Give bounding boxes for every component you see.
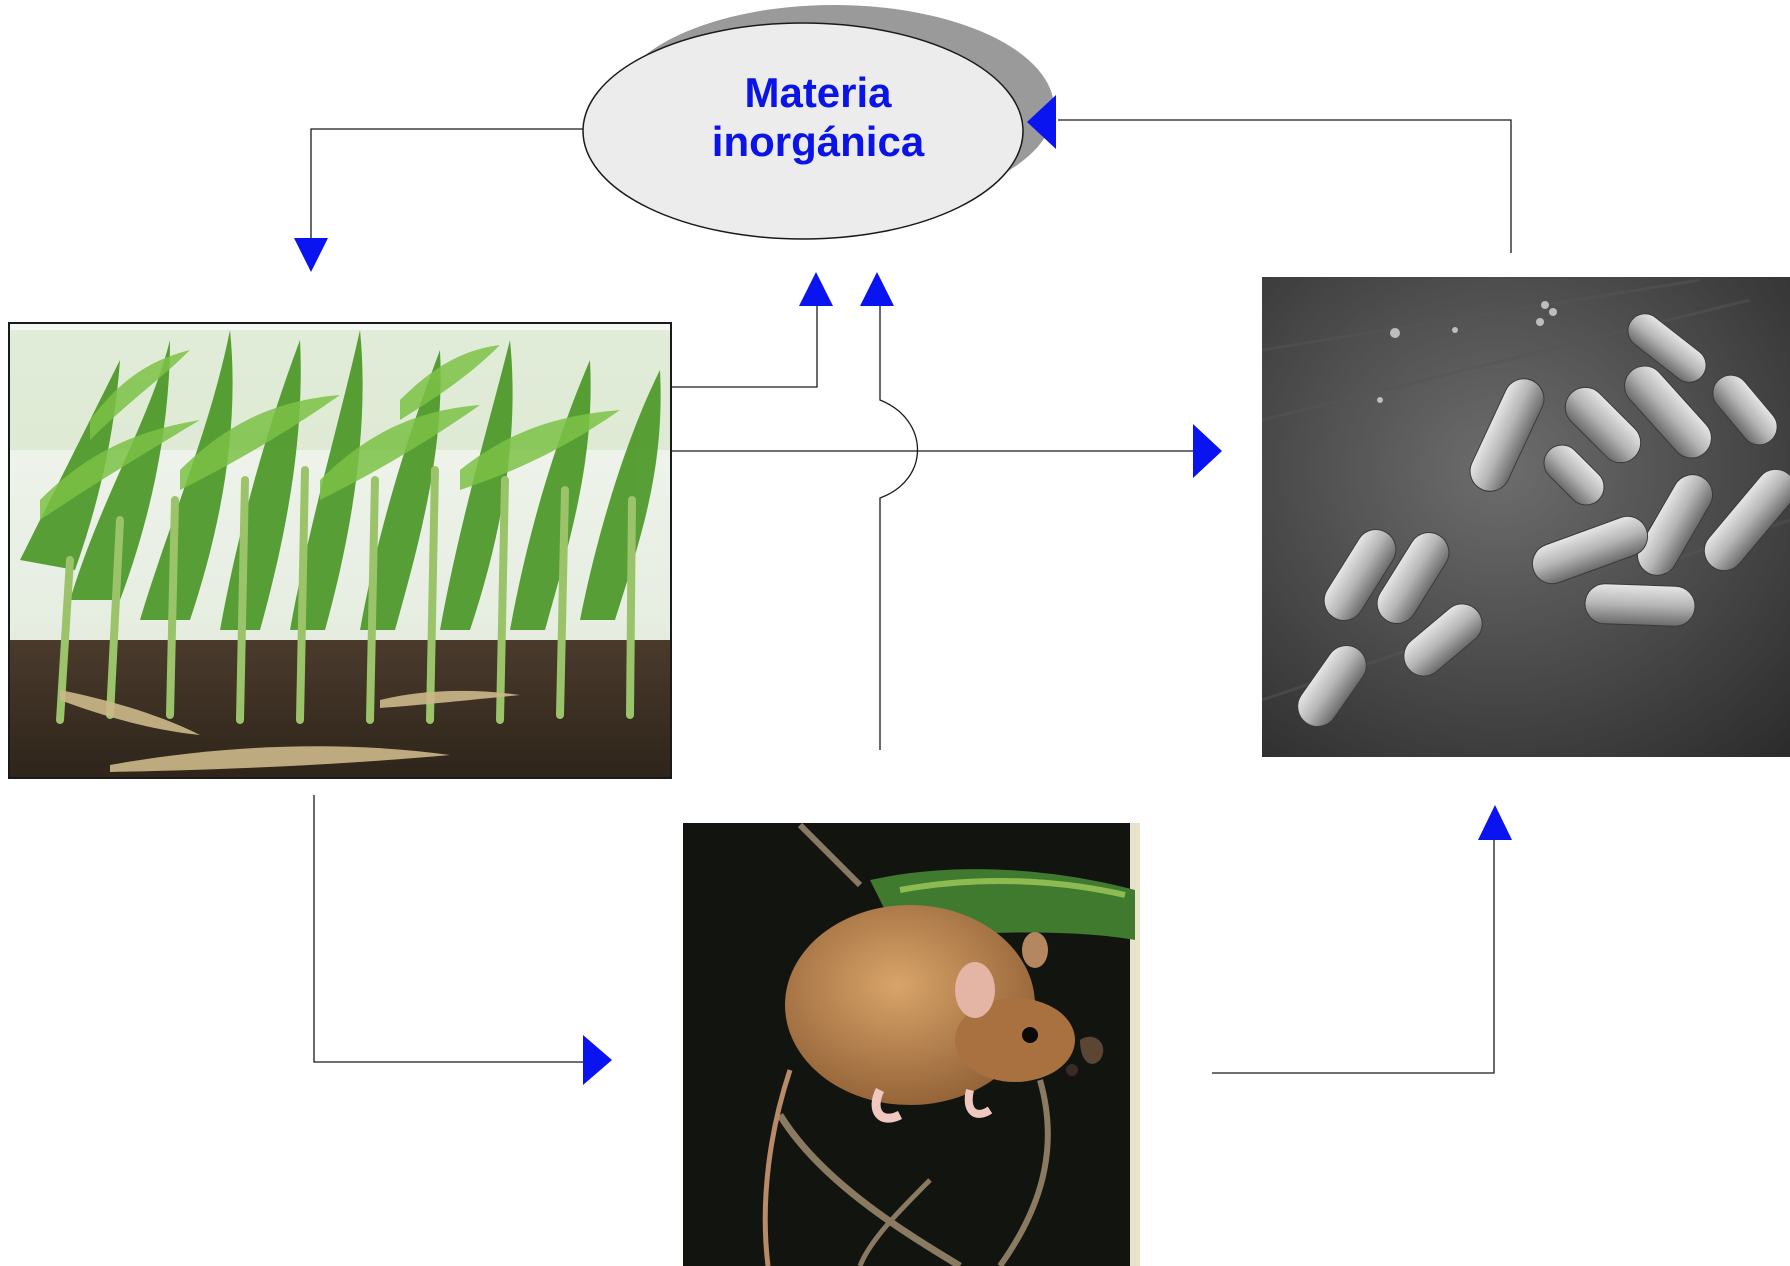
arrowhead-plants-to-materia <box>799 272 833 306</box>
connector-materia-to-plants <box>311 129 583 243</box>
arrowhead-to-consumer <box>583 1035 612 1085</box>
connector-consumer-to-bacteria <box>1212 838 1494 1073</box>
connector-bacteria-to-materia <box>1058 120 1511 253</box>
central-node-label-line2: inorgánica <box>712 118 925 165</box>
central-node-materia-inorganica: Materia inorgánica <box>583 5 1054 239</box>
mouse-photo <box>683 823 1140 1266</box>
arrowhead-consumer-to-materia <box>860 272 894 306</box>
arrowhead-consumer-to-bacteria <box>1478 805 1512 840</box>
arrowhead-to-bacteria <box>1193 424 1222 478</box>
connector-plants-to-materia <box>671 304 817 387</box>
bacteria-micrograph-photo <box>1262 277 1790 757</box>
arrowhead-to-plants <box>294 238 328 272</box>
connector-consumer-to-materia <box>880 304 918 750</box>
central-node-label-line1: Materia <box>744 69 892 116</box>
corn-field-photo <box>9 323 671 780</box>
connector-plants-to-consumer <box>314 795 584 1062</box>
